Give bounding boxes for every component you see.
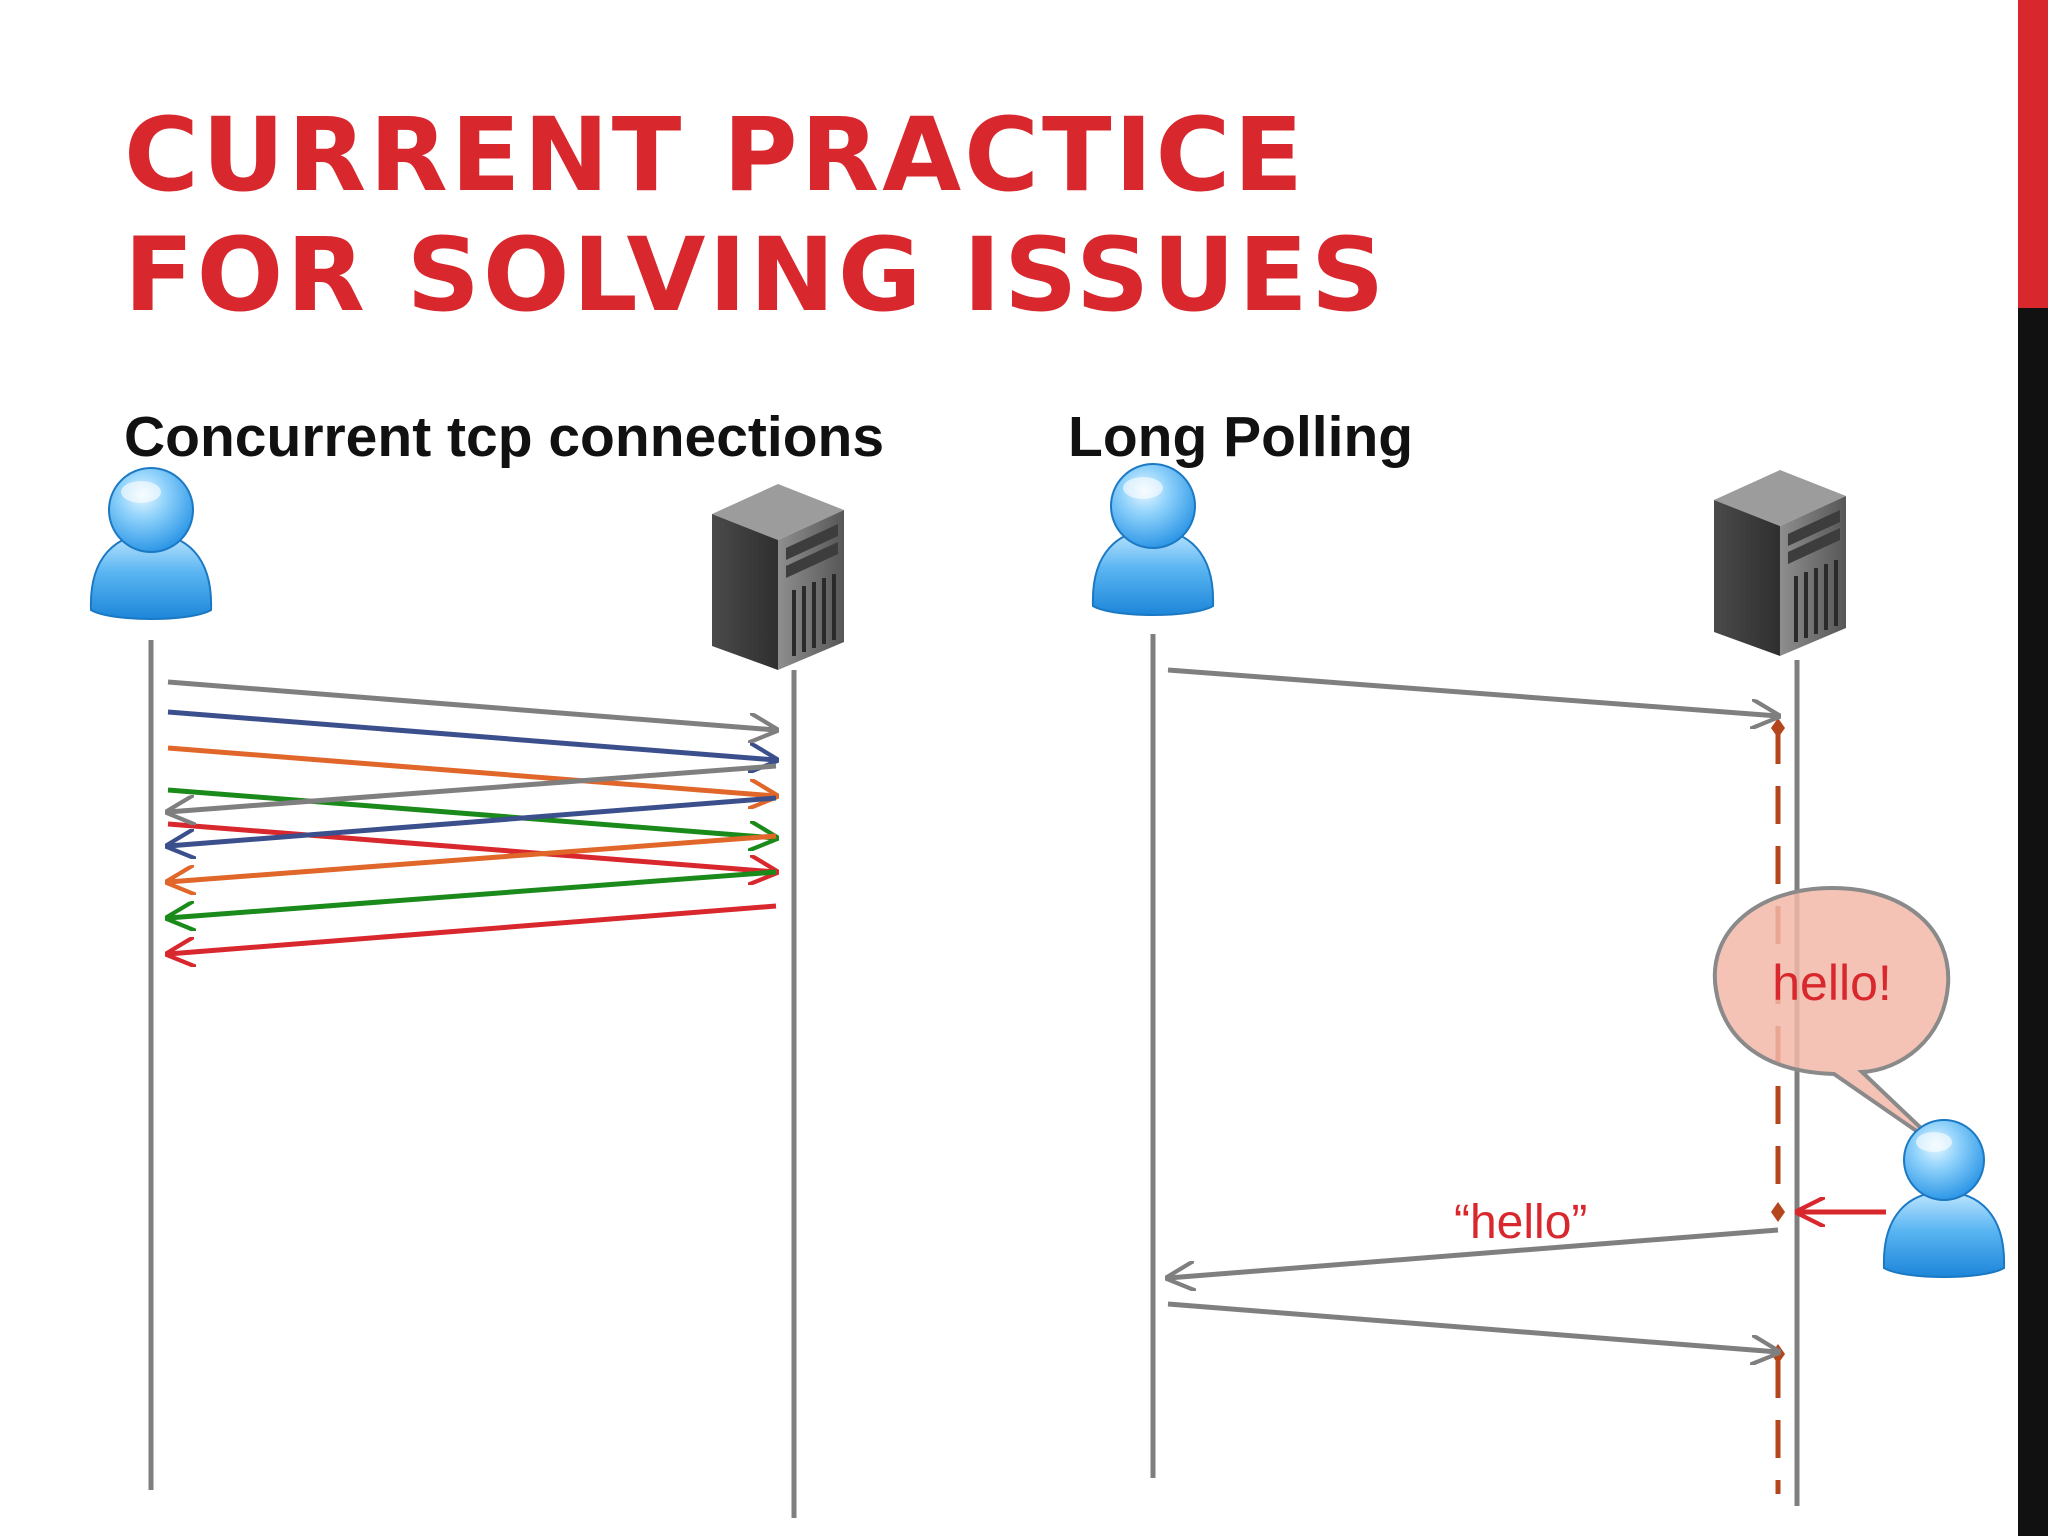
left-diagram [89,467,844,1518]
user-icon [1882,1119,2006,1278]
poll-response-arrow [1168,1227,1779,1278]
wait-start-marker [1771,718,1785,738]
request-arrow-green [167,787,776,838]
request-arrow-red [167,821,776,872]
title-line-1: CURRENT PRACTICE [124,96,1307,215]
request-arrow-gray [167,679,776,730]
request-arrow-blue [167,709,776,760]
response-arrow-green [168,869,777,918]
bubble-text: hello! [1772,955,1892,1011]
response-arrow-blue [168,795,777,846]
poll-request-arrow-2 [1167,1301,1778,1352]
wait-end-marker [1771,1202,1785,1222]
title-line-2: FOR SOLVING ISSUES [124,216,1388,335]
response-arrow-red [168,903,777,954]
right-diagram: “hello” hello! [1091,463,2006,1506]
heading-concurrent-tcp: Concurrent tcp connections [124,405,885,469]
response-arrow-gray [168,763,777,812]
accent-bar [2018,0,2048,308]
request-arrow-orange [167,745,776,796]
heading-long-polling: Long Polling [1068,405,1414,469]
speech-bubble-icon: hello! [1712,885,1951,1152]
server-icon [712,484,844,670]
side-bar [2018,308,2048,1536]
server-icon [1714,470,1846,656]
message-label: “hello” [1454,1196,1587,1249]
user-icon [89,467,213,620]
poll-request-arrow [1167,667,1778,716]
user-icon [1091,463,1215,616]
slide-title: CURRENT PRACTICE FOR SOLVING ISSUES [124,96,1387,336]
response-arrow-orange [168,833,777,882]
